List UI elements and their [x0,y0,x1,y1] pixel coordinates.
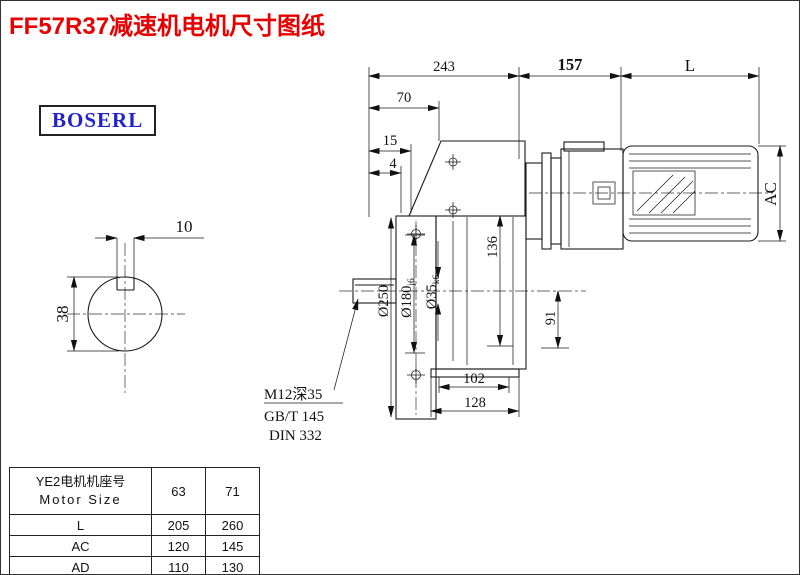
row-AC-value-71: 145 [205,535,260,557]
size-col-71: 71 [205,467,260,515]
motor-side-view [529,141,773,250]
motor-size-header-cell: YE2电机机座号 Motor Size [9,467,152,515]
table-row-AD: AD 110 130 [9,556,260,574]
dim-key-width: 10 [176,217,193,236]
row-L-label: L [9,514,152,536]
dim-136: 136 [485,236,501,258]
dim-4: 4 [389,156,397,172]
gearbox-top-housing [408,140,526,217]
table-row-AC: AC 120 145 [9,535,260,557]
motor-core [632,170,696,216]
dim-dia-180: Ø180j6 [399,278,417,318]
row-AD-value-71: 130 [205,556,260,574]
dim-128: 128 [464,395,486,411]
brand-logo-text: BOSERL [52,108,144,132]
row-AC-value-63: 120 [151,535,206,557]
row-L-value-63: 205 [151,514,206,536]
table-header-row: YE2电机机座号 Motor Size 63 71 [9,467,260,515]
input-flange [525,162,543,240]
dim-102: 102 [463,371,485,387]
note-gb-standard: GB/T 145 [264,409,324,425]
table-row-L: L 205 260 [9,514,260,536]
dim-dia-250: Ø250 [376,285,392,317]
bottom-dimensions [430,377,520,417]
motor-adapter-ring-1 [541,152,552,250]
motor-size-header-en: Motor Size [39,492,122,507]
ac-dimension [758,145,786,242]
tap-note-leader [264,298,359,404]
note-tap: M12深35 [264,386,322,403]
output-shaft [352,278,397,304]
size-col-63: 63 [151,467,206,515]
row-AD-label: AD [9,556,152,574]
shaft-section-view [67,234,204,393]
row-AD-value-63: 110 [151,556,206,574]
page-title: FF57R37减速机电机尺寸图纸 [9,13,326,40]
note-din-standard: DIN 332 [269,428,322,444]
row-AC-label: AC [9,535,152,557]
shaft-section-circle [87,276,163,352]
gearbox-foot [430,368,520,378]
dim-AC: AC [761,182,780,206]
vertical-dimensions [387,215,569,418]
motor-size-header-cn: YE2电机机座号 [35,473,126,489]
dim-243: 243 [433,59,455,75]
dim-15: 15 [383,133,398,149]
dim-dia-35: Ø35k6 [424,275,442,310]
lifting-lug [563,141,605,152]
top-dimension-chain [368,67,760,217]
dim-157: 157 [558,55,583,74]
motor-body [622,145,759,242]
fan-hub [592,181,616,205]
dim-70: 70 [397,90,412,106]
motor-adapter-ring-2 [550,157,562,245]
row-L-value-71: 260 [205,514,260,536]
dim-shaft-diameter: 38 [53,306,72,323]
brand-logo: BOSERL [39,105,157,136]
dim-91: 91 [543,311,559,326]
fan-cowl [560,148,624,250]
motor-size-table: YE2电机机座号 Motor Size 63 71 L 205 260 AC 1… [9,467,260,574]
dim-L: L [685,56,695,75]
